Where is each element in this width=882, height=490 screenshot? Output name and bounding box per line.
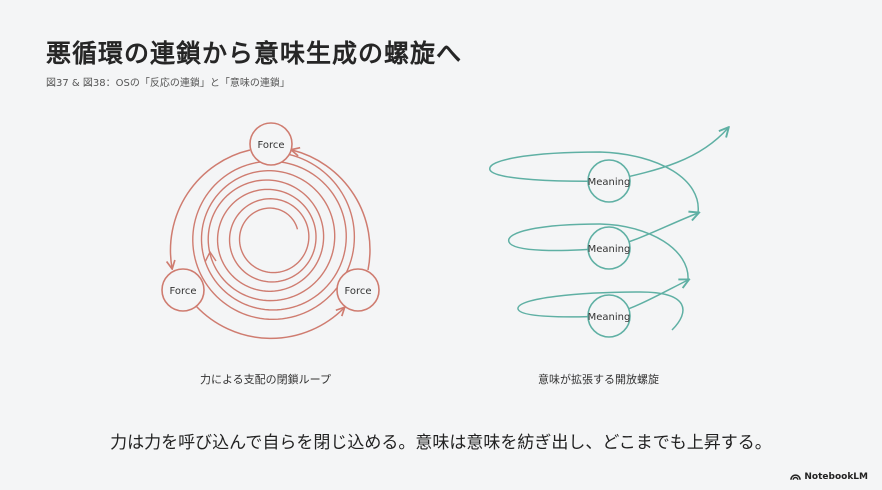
helix-loop-bottom (517, 291, 684, 331)
notebooklm-brand: NotebookLM (790, 472, 868, 482)
force-node-label: Force (169, 286, 196, 297)
force-node-left: Force (161, 268, 205, 312)
meaning-node-label: Meaning (588, 177, 631, 188)
meaning-node-top: Meaning (587, 159, 631, 203)
loop-arc-bottom (195, 305, 344, 340)
helix-loop-top (489, 151, 699, 214)
meaning-node-label: Meaning (588, 244, 631, 255)
meaning-node-label: Meaning (588, 312, 631, 323)
brand-name: NotebookLM (804, 472, 868, 482)
force-node-label: Force (344, 286, 371, 297)
notebooklm-logo-icon (790, 474, 802, 480)
spiral-path (192, 151, 356, 321)
force-node-label: Force (257, 140, 284, 151)
inward-spiral (192, 151, 356, 321)
slide-subtitle: 図37 & 図38：OSの「反応の連鎖」と「意味の連鎖」 (46, 78, 290, 89)
left-diagram-caption: 力による支配の閉鎖ループ (200, 373, 332, 386)
loop-arc-right (292, 150, 371, 271)
slide-title: 悪循環の連鎖から意味生成の螺旋へ (46, 39, 463, 68)
meaning-node-bottom: Meaning (587, 294, 631, 338)
tagline: 力は力を呼び込んで自らを閉じ込める。意味は意味を紡ぎ出し、どこまでも上昇する。 (110, 433, 772, 453)
meaning-node-middle: Meaning (587, 226, 631, 270)
right-diagram-caption: 意味が拡張する開放螺旋 (538, 373, 659, 386)
spiral-arrowhead (204, 250, 217, 263)
loop-arc-top-left (170, 149, 251, 268)
meaning-open-spiral: Meaning Meaning Meaning (489, 128, 728, 338)
force-closed-loop: Force Force Force (161, 122, 380, 340)
force-node-right: Force (336, 268, 380, 312)
helix-loop-middle (508, 223, 689, 281)
force-node-top: Force (249, 122, 293, 166)
